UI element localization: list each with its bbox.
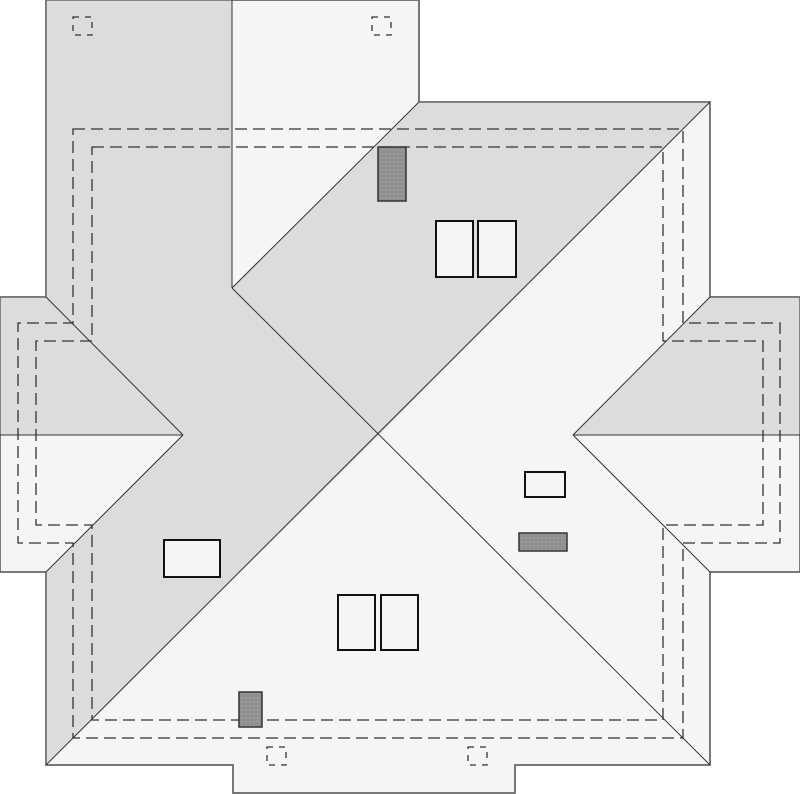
roof-window (380, 594, 419, 651)
roof-window (337, 594, 376, 651)
chimney (238, 691, 263, 728)
downpipe-marker (371, 16, 392, 36)
roof-window (163, 539, 221, 578)
ridge-lines (0, 0, 800, 766)
hip-line (231, 287, 711, 766)
hip-line (231, 101, 420, 289)
chimney (377, 146, 407, 202)
chimney (518, 532, 568, 552)
roof-plane-left-wing-north (0, 297, 183, 435)
hip-line (45, 434, 184, 573)
downpipe-marker (467, 746, 488, 766)
hip-line (45, 296, 184, 436)
roof-window (435, 220, 474, 278)
inner-wall-dashed-line (35, 146, 764, 721)
roof-window (524, 471, 566, 498)
hip-line (572, 296, 711, 436)
hip-line (572, 434, 711, 573)
roof-plane-right-wing-north (573, 297, 800, 435)
roof-plane-west (46, 0, 379, 765)
outer-wall-dashed-line (17, 128, 781, 739)
hip-line (45, 101, 711, 766)
roof-window (477, 220, 517, 278)
downpipe-marker (72, 16, 93, 36)
downpipe-marker (266, 746, 287, 766)
